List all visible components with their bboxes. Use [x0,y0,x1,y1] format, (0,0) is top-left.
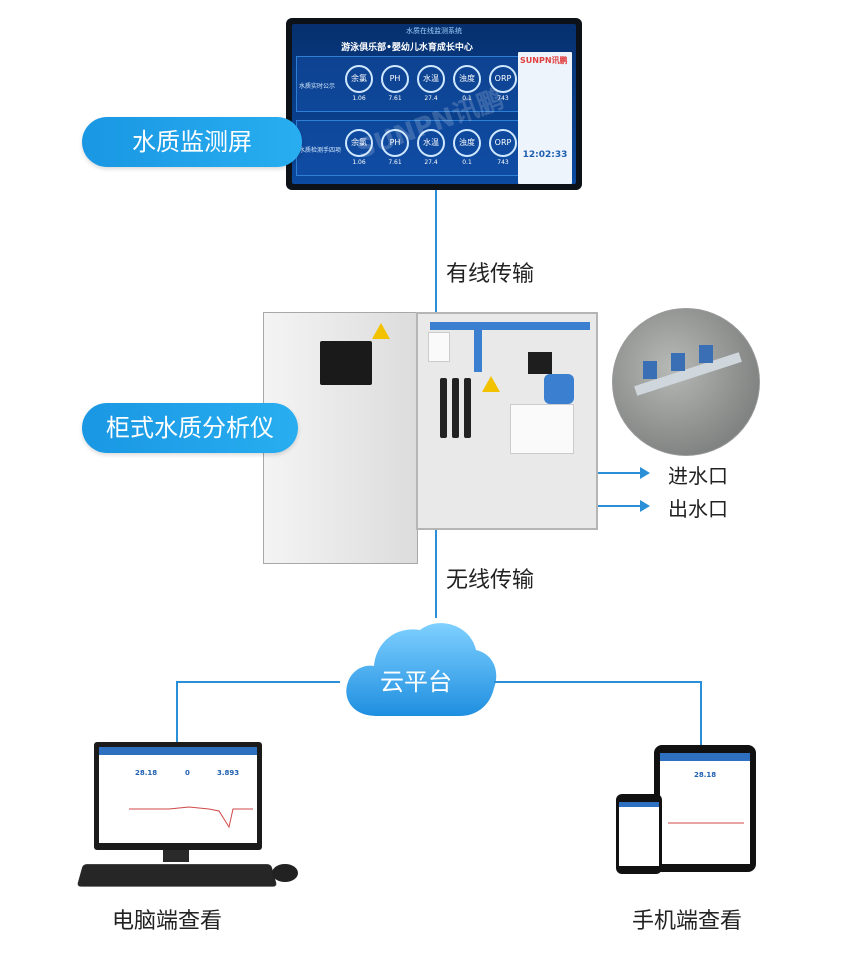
inlet-arrow-line [598,472,642,474]
mouse [272,864,298,882]
screen-row-realtime: 水质实时公示 余氯 PH 水温 浊度 ORP 1.06 7.61 27.4 0.… [296,56,522,112]
connector-cloud-mobile [700,681,702,745]
gauge-value: 27.4 [424,159,438,166]
analyzer-module [510,404,574,454]
gauge-value: 1.06 [352,159,366,166]
screen-subtitle: 游泳俱乐部•婴幼儿水育成长中心 [341,43,473,53]
gauge-icon: 水温 [417,65,445,93]
cable-tray [430,322,590,330]
brand-logo: SUNPN讯鹏 [520,56,568,65]
sensor-probe [452,378,459,438]
gauge-icon: PH [381,129,409,157]
gauge-icon: 浊度 [453,129,481,157]
connector-cloud-pc [176,681,178,743]
label-wired-transmission: 有线传输 [446,262,535,287]
pc-value: 28.18 [135,769,158,777]
pc-value: 0 [185,769,190,777]
arrow-right-icon [640,467,650,479]
screen-side-panel: SUNPN讯鹏 12:02:33 [518,52,572,184]
relay-module [528,352,552,374]
gauge-value: 1.06 [352,95,366,102]
connector-cloud-mobile [494,681,702,683]
pc-monitor: 28.18 0 3.893 [94,742,262,850]
gauge-value: 0.1 [462,95,472,102]
screen-system-title: 水质在线监测系统 [406,27,462,35]
node-monitoring-screen: 水质监测屏 [82,117,302,167]
cloud-icon [346,623,497,716]
gauge-value: 7.61 [388,159,402,166]
label-water-outlet: 出水口 [668,497,728,521]
pump-unit [544,374,574,404]
valve-icon [643,361,657,379]
gauge-value: 27.4 [424,95,438,102]
sensor-probe [464,378,471,438]
gauge-icon: ORP [489,129,517,157]
label-wireless-transmission: 无线传输 [446,568,535,593]
gauge-icon: 余氯 [345,129,373,157]
connector-cloud-pc [176,681,340,683]
gauge-icon: ORP [489,65,517,93]
tablet-screen: 28.18 [660,753,750,864]
monitor-display: 水质在线监测系统 游泳俱乐部•婴幼儿水育成长中心 水质实时公示 余氯 PH 水温… [292,24,576,184]
gauge-icon: 余氯 [345,65,373,93]
node-pc-view: 电脑端查看 [112,909,223,934]
node-mobile-view: 手机端查看 [632,909,743,934]
gauge-icon: 水温 [417,129,445,157]
tablet: 28.18 [654,745,756,872]
gauge-icon: 浊度 [453,65,481,93]
arrow-right-icon [640,500,650,512]
screen-clock: 12:02:33 [522,150,568,160]
gauge-value: 743 [497,159,509,166]
outlet-arrow-line [598,505,642,507]
gauge-value: 0.1 [462,159,472,166]
pc-trend-chart [129,806,253,829]
warning-icon [482,376,500,392]
pc-value: 3.893 [217,769,240,777]
valve-icon [671,353,685,371]
keyboard [76,864,278,887]
phone [616,794,662,874]
cabinet-body [416,312,598,530]
gauge-value: 743 [497,95,509,102]
label-water-inlet: 进水口 [668,464,728,488]
warning-icon [372,323,390,339]
tablet-value: 28.18 [694,771,717,779]
screen-row-manual: 水质检测手四项 余氯 PH 水温 浊度 ORP 1.06 7.61 27.4 0… [296,120,522,176]
valve-closeup [612,308,760,456]
gauge-icon: PH [381,65,409,93]
cable-tray [474,322,482,372]
gauge-value: 7.61 [388,95,402,102]
pc-screen: 28.18 0 3.893 [99,747,257,843]
breaker [428,332,450,362]
control-panel-display [320,341,372,385]
pc-stand [163,850,189,862]
node-cabinet-analyzer: 柜式水质分析仪 [82,403,298,453]
connector-wired [435,190,437,312]
valve-icon [699,345,713,363]
screen-row-label: 水质实时公示 [299,83,336,90]
sensor-probe [440,378,447,438]
connector-wireless [435,530,437,618]
tablet-trend-chart [668,822,744,824]
water-quality-monitor-screen: 水质在线监测系统 游泳俱乐部•婴幼儿水育成长中心 水质实时公示 余氯 PH 水温… [286,18,582,190]
node-cloud-platform: 云平台 [380,668,452,696]
phone-screen [619,802,659,866]
screen-row-label: 水质检测手四项 [299,147,342,154]
